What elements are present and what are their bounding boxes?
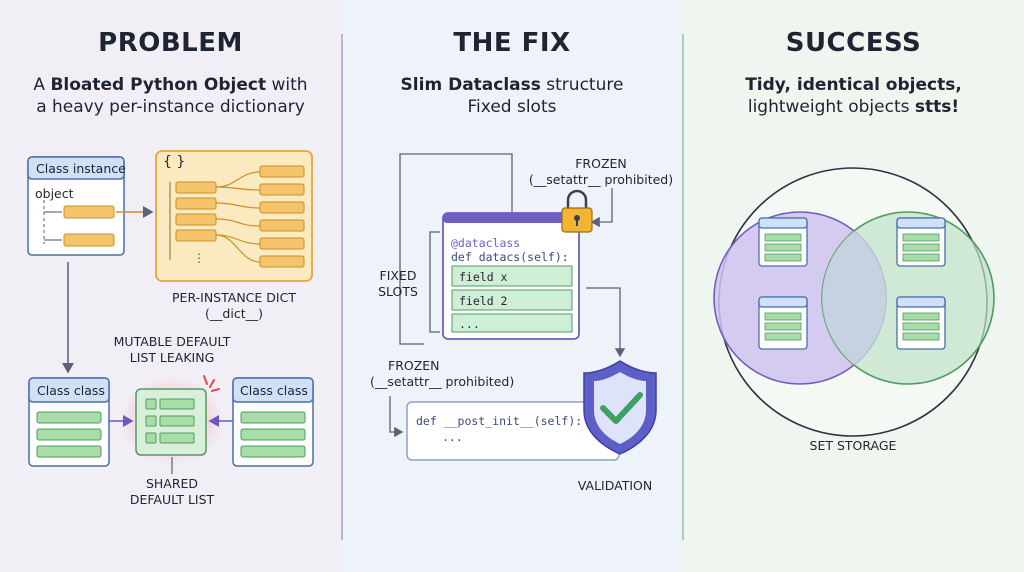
fixed-slots-bracket: [429, 231, 440, 333]
problem-title: PROBLEM: [98, 28, 243, 58]
frozen-mid-label: FROZEN(__setattr__ prohibited): [370, 358, 515, 389]
per-instance-dict-label: PER-INSTANCE DICT(__dict__): [172, 290, 296, 321]
fix-title: THE FIX: [453, 28, 571, 58]
validation-label: VALIDATION: [577, 478, 653, 493]
success-subtitle-line1: Tidy, identical objects,: [745, 75, 962, 95]
right-class-box: [232, 377, 314, 467]
arrow-icon: [590, 188, 613, 228]
left-class-box: [28, 377, 110, 467]
problem-subtitle-line1: A Bloated Python Object with: [33, 75, 308, 95]
shared-default-list: [120, 377, 224, 465]
class-instance-label: Class instance: [36, 161, 126, 176]
field-x: field x: [459, 270, 508, 284]
left-class-label: Class class: [37, 383, 105, 398]
arrow-icon: [586, 287, 626, 358]
fix-subtitle-line1: Slim Dataclass structure: [400, 75, 624, 95]
success-subtitle-line2: lightweight objects stts!: [747, 97, 960, 117]
per-instance-dict-box: ⋮: [155, 150, 313, 282]
field-2: field 2: [459, 294, 508, 308]
set-storage-label: SET STORAGE: [809, 438, 897, 453]
divider-right: [682, 34, 684, 540]
frame-line: [399, 153, 513, 345]
field-ellipsis: ...: [459, 317, 480, 331]
lock-icon: [561, 189, 593, 233]
fix-subtitle-line2: Fixed slots: [467, 97, 557, 117]
code-decorator: @dataclass: [451, 236, 521, 250]
problem-subtitle-line2: a heavy per-instance dictionary: [36, 97, 305, 117]
class-instance-box: [27, 156, 125, 256]
dataclass-card: [442, 212, 580, 340]
post-init-code: def __post_init__(self):: [416, 414, 583, 428]
right-class-label: Class class: [240, 383, 308, 398]
svg-text:⋮: ⋮: [193, 251, 205, 265]
post-init-ellipsis: ...: [442, 430, 463, 444]
object-label: object: [35, 186, 74, 201]
arrow-icon: [389, 396, 404, 438]
shield-check-icon: [583, 360, 657, 455]
dict-braces: { }: [163, 154, 186, 170]
code-def: def datacs(self):: [451, 250, 569, 264]
success-title: SUCCESS: [785, 28, 922, 58]
frozen-top-label: FROZEN(__setattr__ prohibited): [528, 156, 674, 187]
success-object-cards: [758, 217, 946, 350]
divider-left: [341, 34, 343, 540]
problem-panel: [0, 0, 341, 572]
set-storage-venn: [713, 167, 995, 437]
warning-burst-icon: [203, 375, 220, 392]
